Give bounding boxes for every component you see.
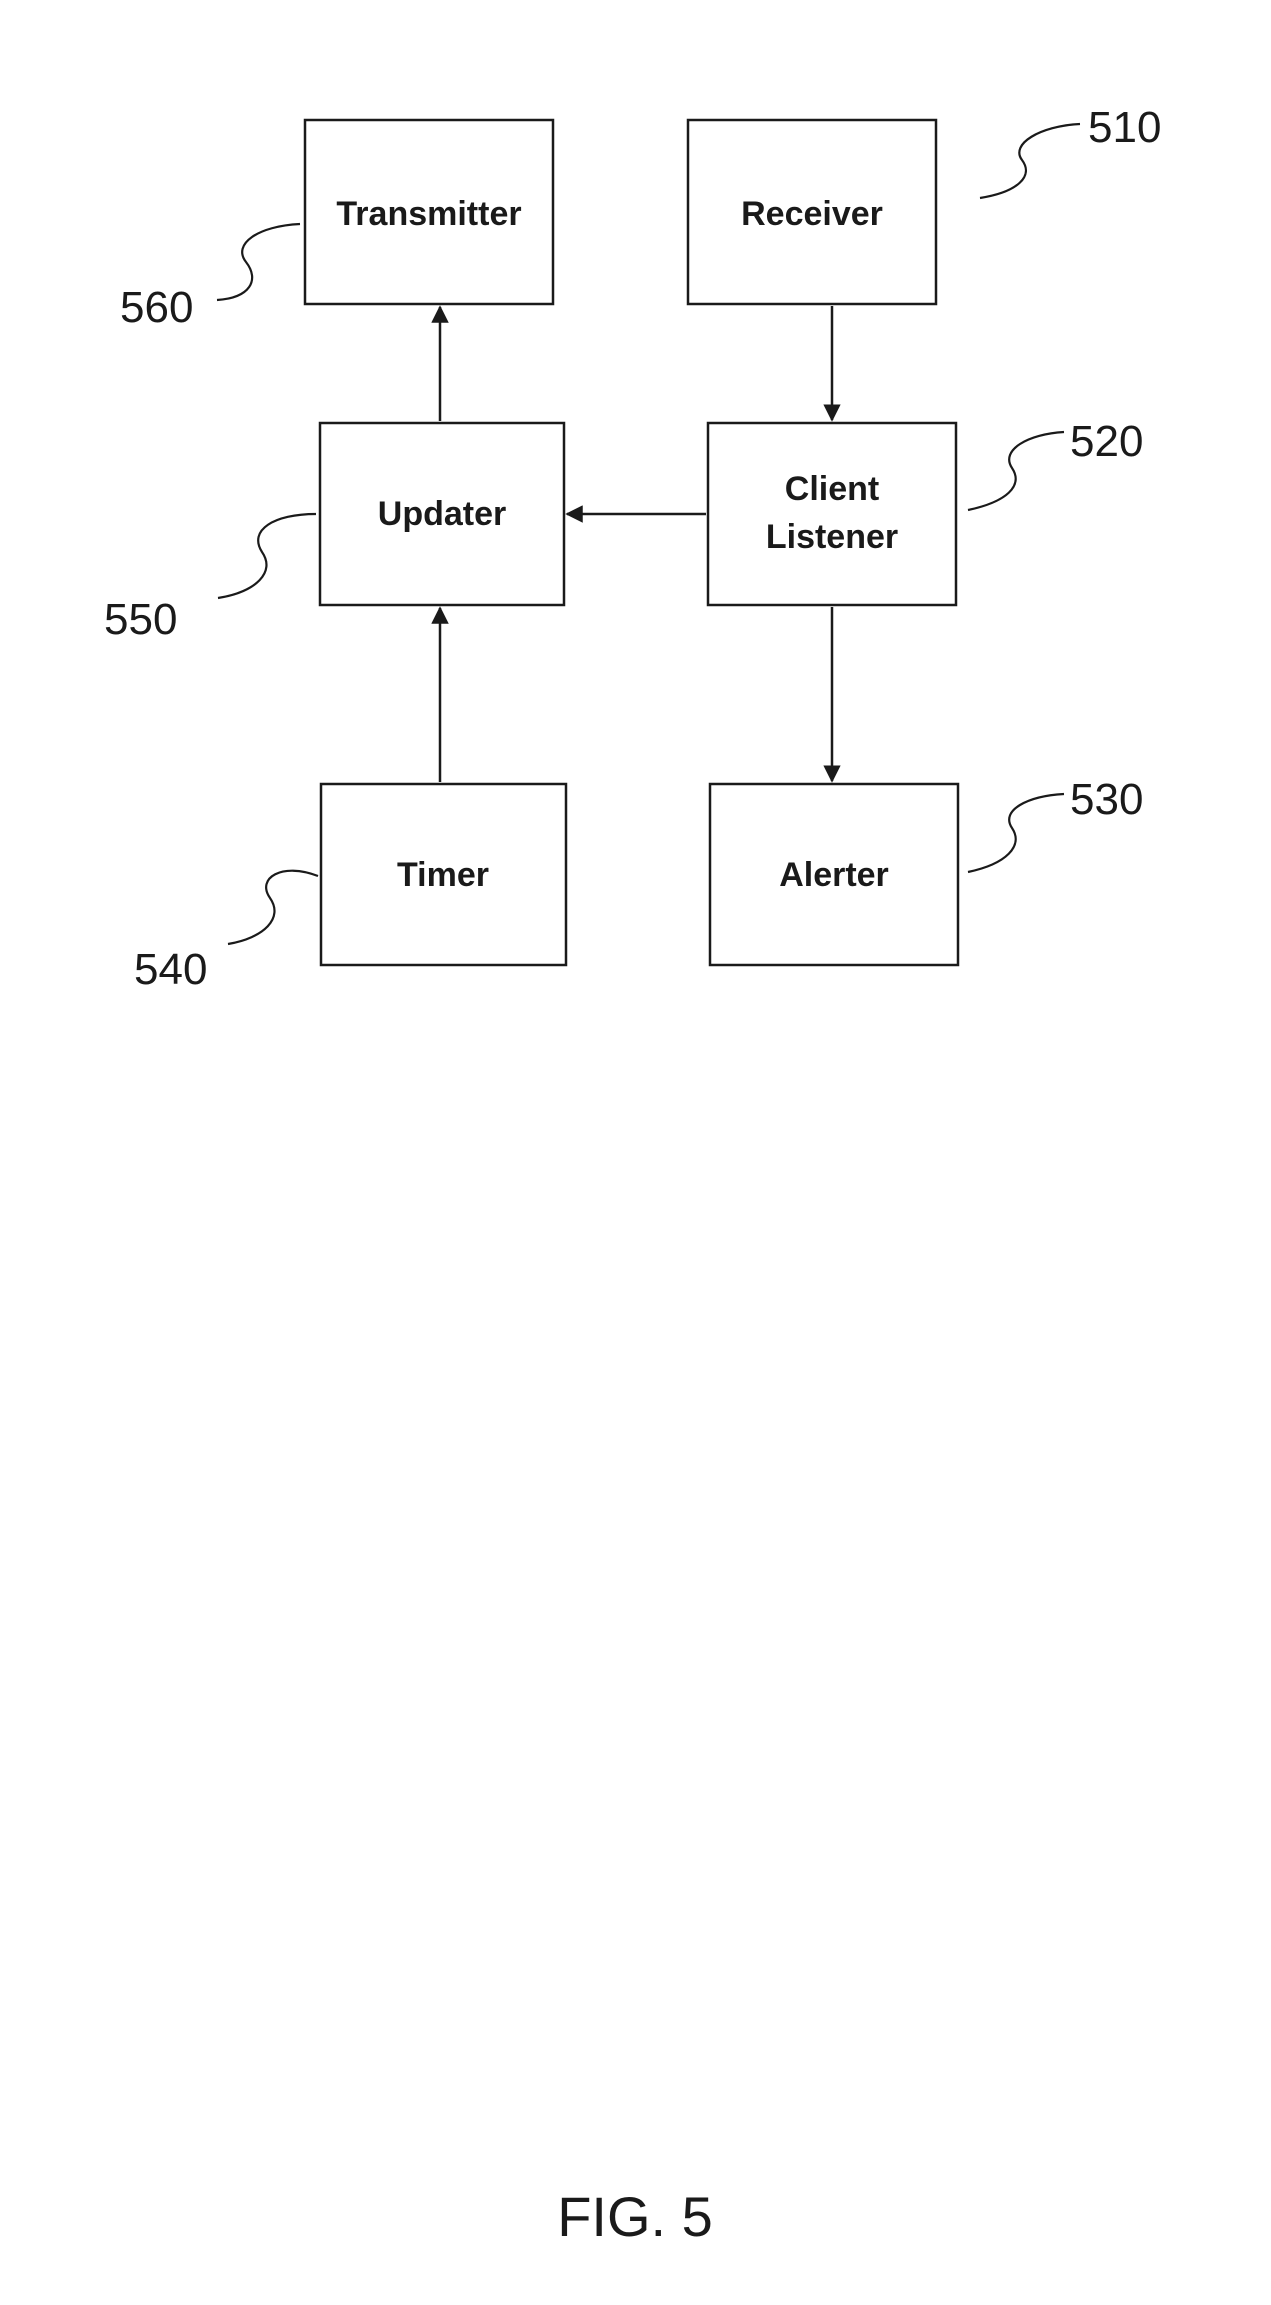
ref-530: 530 [968, 775, 1143, 872]
receiver-label: Receiver [741, 195, 883, 233]
ref-label-540: 540 [134, 945, 207, 994]
client-listener-label-line2: Listener [766, 518, 898, 556]
node-receiver: Receiver [688, 120, 936, 304]
client-listener-box [708, 423, 956, 605]
alerter-label: Alerter [779, 856, 889, 894]
node-transmitter: Transmitter [305, 120, 553, 304]
ref-label-550: 550 [104, 595, 177, 644]
ref-label-530: 530 [1070, 775, 1143, 824]
ref-560: 560 [120, 224, 300, 332]
node-client-listener: Client Listener [708, 423, 956, 605]
ref-label-510: 510 [1088, 103, 1161, 152]
ref-510: 510 [980, 103, 1161, 198]
updater-label: Updater [378, 495, 506, 533]
leader-530 [968, 794, 1064, 872]
ref-520: 520 [968, 417, 1143, 510]
ref-label-560: 560 [120, 283, 193, 332]
ref-550: 550 [104, 514, 316, 644]
leader-520 [968, 432, 1064, 510]
figure-caption: FIG. 5 [557, 2185, 713, 2248]
leader-550 [218, 514, 316, 598]
client-listener-label-line1: Client [785, 470, 879, 508]
leader-560 [217, 224, 300, 300]
node-alerter: Alerter [710, 784, 958, 965]
ref-label-520: 520 [1070, 417, 1143, 466]
transmitter-label: Transmitter [336, 195, 521, 233]
timer-label: Timer [397, 856, 489, 894]
leader-510 [980, 124, 1080, 198]
leader-540 [228, 871, 318, 944]
node-updater: Updater [320, 423, 564, 605]
ref-540: 540 [134, 871, 318, 994]
node-timer: Timer [321, 784, 566, 965]
